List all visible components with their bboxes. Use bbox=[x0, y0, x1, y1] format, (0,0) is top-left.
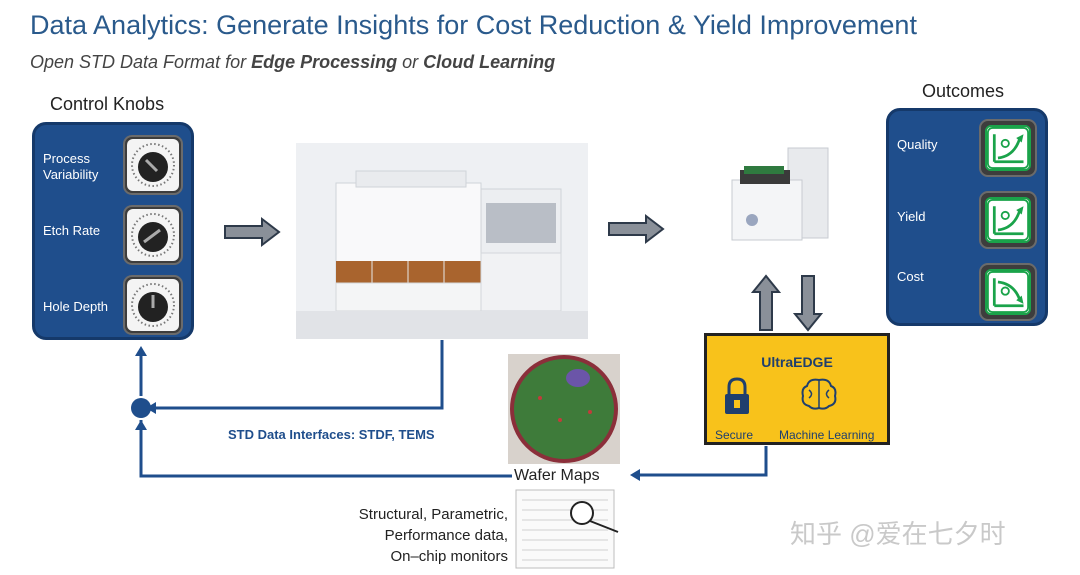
wafer-map-image bbox=[508, 354, 620, 464]
trend-up-icon bbox=[985, 197, 1031, 243]
feedback-lines bbox=[139, 340, 768, 478]
control-knobs-heading: Control Knobs bbox=[50, 94, 165, 114]
structural-line-1: Structural, Parametric, bbox=[358, 506, 508, 523]
ultraedge-title: UltraEDGE bbox=[761, 354, 833, 370]
knob-label-hole-depth: Hole Depth bbox=[43, 299, 109, 314]
fab-equipment-image bbox=[296, 143, 588, 339]
std-data-interfaces-label: STD Data Interfaces: STDF, TEMS bbox=[228, 427, 435, 442]
knob-hole-depth bbox=[123, 275, 183, 335]
tester-illustration bbox=[731, 147, 829, 241]
machine-learning-label: Machine Learning bbox=[779, 428, 875, 442]
outcome-yield bbox=[979, 191, 1037, 249]
knob-label-process-variability: Process Variability bbox=[43, 151, 99, 182]
control-knobs-panel: Process Variability Etch Rate Hole Depth bbox=[32, 122, 194, 340]
structural-data-text: Structural, Parametric, Performance data… bbox=[300, 504, 508, 567]
outcome-quality bbox=[979, 119, 1037, 177]
arrow-head-up-lower bbox=[135, 420, 147, 430]
data-sheet-image bbox=[515, 489, 619, 569]
magnifier-icon bbox=[570, 501, 594, 525]
trend-up-icon bbox=[985, 125, 1031, 171]
knob-etch-rate bbox=[123, 205, 183, 265]
knob-icon bbox=[131, 143, 175, 187]
ultraedge-box: UltraEDGE Secure Machine Learning bbox=[704, 333, 890, 445]
subtitle-mid: or bbox=[397, 52, 424, 72]
structural-line-3: On–chip monitors bbox=[390, 548, 508, 565]
secure-label: Secure bbox=[715, 428, 754, 442]
arrow-head-wafer bbox=[630, 469, 640, 481]
knob-icon bbox=[131, 213, 175, 257]
page-subtitle: Open STD Data Format for Edge Processing… bbox=[30, 52, 555, 73]
outcome-label-yield: Yield bbox=[897, 209, 926, 224]
test-equipment-image bbox=[718, 140, 832, 246]
subtitle-cloud: Cloud Learning bbox=[423, 52, 556, 72]
knob-process-variability bbox=[123, 135, 183, 195]
arrow-fab-to-tester bbox=[608, 213, 665, 245]
subtitle-prefix: Open STD Data Format for bbox=[30, 52, 252, 72]
structural-line-2: Performance data, bbox=[384, 527, 508, 544]
lock-icon bbox=[725, 377, 749, 414]
watermark: 知乎 @爱在七夕时 bbox=[790, 519, 1006, 549]
junction-node bbox=[131, 398, 151, 418]
knob-label-etch-rate: Etch Rate bbox=[43, 223, 101, 238]
wafer-maps-label: Wafer Maps bbox=[514, 467, 600, 484]
brain-icon bbox=[801, 378, 837, 410]
page-title: Data Analytics: Generate Insights for Co… bbox=[30, 10, 917, 40]
outcomes-panel: Quality Yield Cost bbox=[886, 108, 1048, 326]
outcome-cost bbox=[979, 263, 1037, 321]
subtitle-edge: Edge Processing bbox=[251, 52, 398, 72]
trend-down-icon bbox=[985, 269, 1031, 315]
arrow-ultraedge-down bbox=[792, 275, 824, 332]
arrow-ultraedge-up bbox=[750, 274, 782, 331]
arrow-knobs-to-fab bbox=[224, 216, 281, 248]
fab-equipment-illustration bbox=[296, 143, 588, 339]
outcome-label-cost: Cost bbox=[897, 269, 924, 284]
knob-icon bbox=[131, 283, 175, 327]
outcomes-heading: Outcomes bbox=[922, 81, 1005, 101]
outcome-label-quality: Quality bbox=[897, 137, 938, 152]
arrow-head-up bbox=[135, 346, 147, 356]
